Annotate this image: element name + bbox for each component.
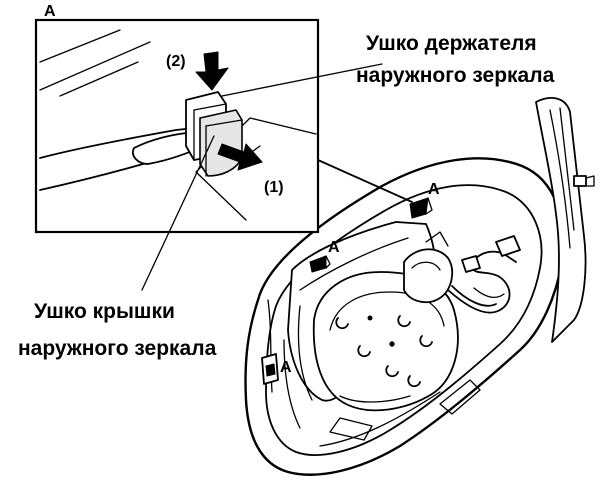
step-1-label: (1) xyxy=(264,179,284,196)
clip-lug-middle xyxy=(309,255,331,273)
mirror-base xyxy=(535,97,587,343)
mirror-housing-inner-rim xyxy=(265,184,543,456)
labels: A (2) (1) Ушко держателя наружного зерка… xyxy=(18,3,555,376)
detail-view-letter: A xyxy=(44,3,56,20)
cover-lug-label-line1: Ушко крышки xyxy=(34,300,175,323)
clip-lug-top xyxy=(409,197,433,219)
clip-marker-middle: A xyxy=(328,239,340,256)
motor-screw-holes xyxy=(335,315,433,388)
arrow-press-down xyxy=(195,51,229,91)
mirror-assembly xyxy=(244,97,595,476)
mirror-pivot xyxy=(403,248,454,304)
step-2-label: (2) xyxy=(166,53,186,70)
cover-lug xyxy=(199,109,243,177)
detail-frame xyxy=(34,18,320,234)
mirror-motor xyxy=(312,271,459,412)
clip-lug-left xyxy=(261,353,279,385)
holder-lug-label-line1: Ушко держателя xyxy=(366,32,537,55)
mirror-housing-outer xyxy=(244,157,565,476)
clip-marker-top: A xyxy=(428,181,440,198)
wiring-harness xyxy=(447,235,521,314)
detail-view-a xyxy=(34,18,320,234)
clip-marker-left: A xyxy=(280,359,292,376)
holder-lug-label-line2: наружного зеркала xyxy=(356,64,555,87)
arrow-pull-out xyxy=(217,143,263,171)
mirror-glass-edge xyxy=(39,29,121,63)
cover-lug-label-line2: наружного зеркала xyxy=(18,337,217,360)
leader-lines xyxy=(141,63,413,291)
